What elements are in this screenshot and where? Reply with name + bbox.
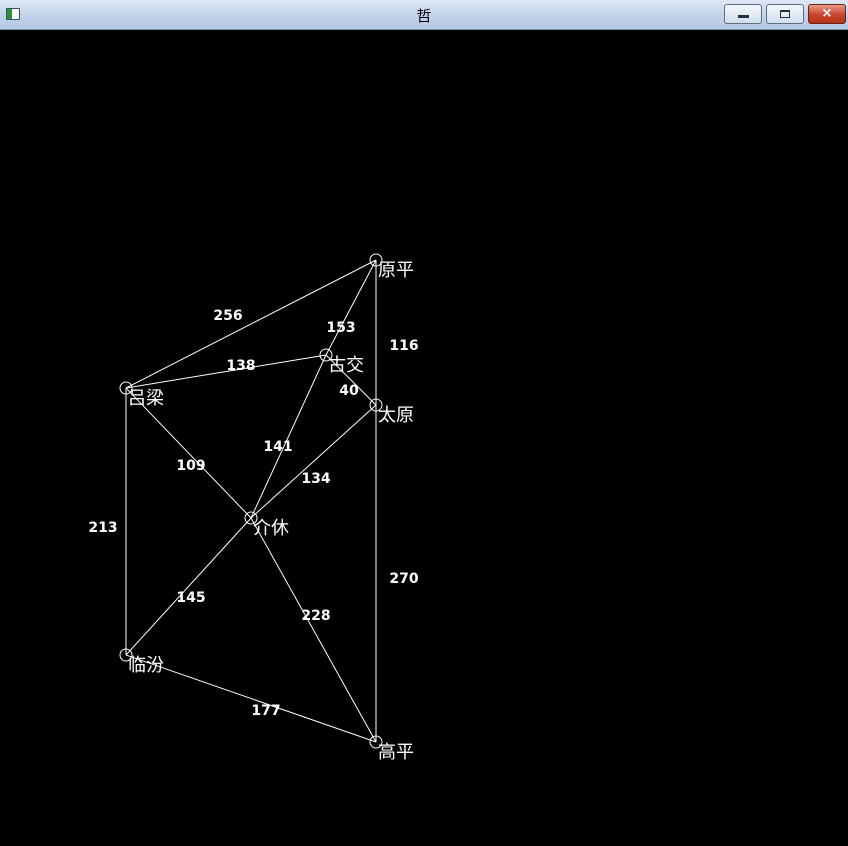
node-label-linfen: 临汾 [128,655,164,676]
node-marker-lvliang [119,381,133,395]
graph-canvas: 原平古交吕梁太原介休临汾高平 256 153 116 138 40 141 109 134 213… [0,30,848,842]
edge-jiexiu-taiyuan [250,404,377,519]
edge-jiexiu-gaoping [250,517,377,743]
edge-weight-taiyuan-yuanping: 116 [389,338,418,354]
title-bar[interactable]: 哲 × [0,0,848,30]
node-label-jiexiu: 介休 [253,518,289,539]
node-marker-linfen [119,648,133,662]
maximize-icon [780,10,790,18]
node-marker-gaoping [369,735,383,749]
window-title: 哲 [416,7,432,25]
node-marker-guijiao [319,348,333,362]
close-button[interactable]: × [808,4,846,24]
minimize-icon [738,15,749,18]
node-marker-taiyuan [369,398,383,412]
maximize-button[interactable] [766,4,804,24]
edge-guijiao-yuanping [325,259,377,356]
node-label-taiyuan: 太原 [378,405,414,426]
edge-weight-jiexiu-guijiao: 141 [263,439,292,455]
edge-weight-lvliang-jiexiu: 109 [176,458,205,474]
edge-lvliang-jiexiu [125,387,252,519]
close-icon: × [821,6,833,21]
edge-weight-linfen-jiexiu: 145 [176,590,205,606]
node-marker-jiexiu [244,511,258,525]
edge-lvliang-yuanping [125,259,377,389]
edge-weight-lvliang-guijiao: 138 [226,358,255,374]
edge-weight-guijiao-taiyuan: 40 [339,383,359,399]
minimize-button[interactable] [724,4,762,24]
edge-weight-taiyuan-gaoping: 270 [389,571,418,587]
edge-weight-linfen-gaoping: 177 [251,703,280,719]
edge-jiexiu-guijiao [250,354,327,519]
node-label-gaoping: 高平 [378,742,414,763]
edge-linfen-gaoping [125,654,377,743]
node-label-lvliang: 吕梁 [128,388,164,409]
node-marker-yuanping [369,253,383,267]
edge-weight-jiexiu-gaoping: 228 [301,608,330,624]
edge-weight-guijiao-yuanping: 153 [326,320,355,336]
edge-lvliang-guijiao [125,354,327,389]
node-label-guijiao: 古交 [328,355,364,376]
app-icon[interactable] [6,8,20,20]
edge-guijiao-taiyuan [325,354,377,406]
edge-weight-jiexiu-taiyuan: 134 [301,471,330,487]
node-label-yuanping: 原平 [378,260,414,281]
edge-weight-lvliang-yuanping: 256 [213,308,242,324]
edge-weight-lvliang-linfen: 213 [88,520,117,536]
edge-linfen-jiexiu [125,517,252,656]
